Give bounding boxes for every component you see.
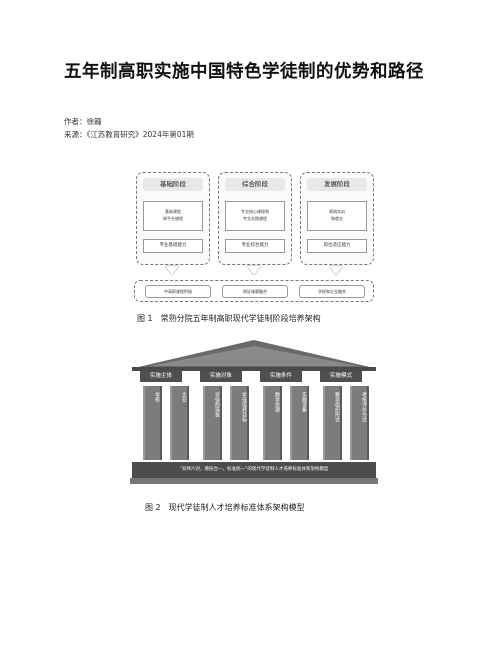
pillar: 学徒培养目标: [230, 386, 249, 460]
stage-content: 基础课程 岗平台课程: [143, 201, 203, 231]
article-title: 五年制高职实施中国特色学徒制的优势和路径: [64, 62, 424, 82]
pillar: 教学资源: [263, 386, 282, 460]
foundation-step: [130, 478, 378, 484]
stage-title: 基础阶段: [143, 178, 203, 191]
stage-content: 专业核心课程和 专业实践课程: [225, 201, 285, 231]
stage-ability: 专业综合能力: [225, 239, 285, 253]
pillar-label: 教学资源: [274, 392, 280, 412]
outcome-box: 岗证课赛融合: [222, 285, 288, 298]
stage-title: 发展阶段: [307, 178, 367, 191]
figure-1-caption: 图 1 常熟分院五年制高职现代学徒制阶段培养架构: [137, 314, 321, 323]
stage-ability: 专业基础能力: [143, 239, 203, 253]
stage-development: 发展阶段 顾岗实训 和就业 岗位适应能力: [300, 172, 374, 265]
figure-2-caption: 图 2 现代学徒制人才培养标准体系架构模型: [145, 503, 305, 512]
pillar-label: 实施设备: [301, 392, 307, 412]
down-arrow-icon: [247, 266, 261, 275]
article-author: 作者：徐巍: [64, 117, 102, 126]
outcome-frame: 中高职课程衔接 岗证课赛融合 学校和企业融合: [134, 280, 374, 302]
stage-comprehensive: 综合阶段 专业核心课程和 专业实践课程 专业综合能力: [218, 172, 292, 265]
pillar: 企业: [170, 386, 189, 460]
article-source: 来源：《江苏教育研究》2024年第01期: [64, 130, 194, 139]
figure-1-diagram: 基础阶段 基础课程 岗平台课程 专业基础能力 综合阶段 专业核心课程和 专业实践…: [134, 166, 374, 306]
pillar: 实施设备: [290, 386, 309, 460]
down-arrow-icon: [329, 266, 343, 275]
pillar-label: 教学组织形式: [334, 392, 340, 422]
pillar-header: 实施对象: [200, 371, 242, 383]
pillar-label: 考核评价方式: [361, 392, 367, 422]
stage-basic: 基础阶段 基础课程 岗平台课程 专业基础能力: [136, 172, 210, 265]
stage-ability: 岗位适应能力: [307, 239, 367, 253]
pillar-header: 实施主体: [140, 371, 182, 383]
pillar-label: 学徒培养目标: [241, 392, 247, 422]
stage-content: 顾岗实训 和就业: [307, 201, 367, 231]
outcome-box: 学校和企业融合: [299, 285, 365, 298]
pillar-header: 实施模式: [320, 371, 362, 383]
figure-2-diagram: 实施主体 实施对象 实施条件 实施模式 学校 企业 学徒的选拔 学徒培养目标 教…: [130, 338, 378, 488]
down-arrow-icon: [165, 266, 179, 275]
pillar-header: 实施条件: [260, 371, 302, 383]
pediment-roof: [132, 340, 376, 371]
pillar: 考核评价方式: [350, 386, 369, 460]
pillar-label: 企业: [181, 392, 187, 402]
pillar: 学徒的选拔: [203, 386, 222, 460]
arrow-row: [134, 266, 374, 278]
foundation-band: “双师六对，德技合一，标准统一”的现代学徒制人才培养标准体系架构模型: [132, 462, 376, 478]
outcome-box: 中高职课程衔接: [145, 285, 211, 298]
pillar: 学校: [143, 386, 162, 460]
pillar-label: 学校: [154, 392, 160, 402]
pillar: 教学组织形式: [323, 386, 342, 460]
stage-title: 综合阶段: [225, 178, 285, 191]
pillar-label: 学徒的选拔: [214, 392, 220, 417]
